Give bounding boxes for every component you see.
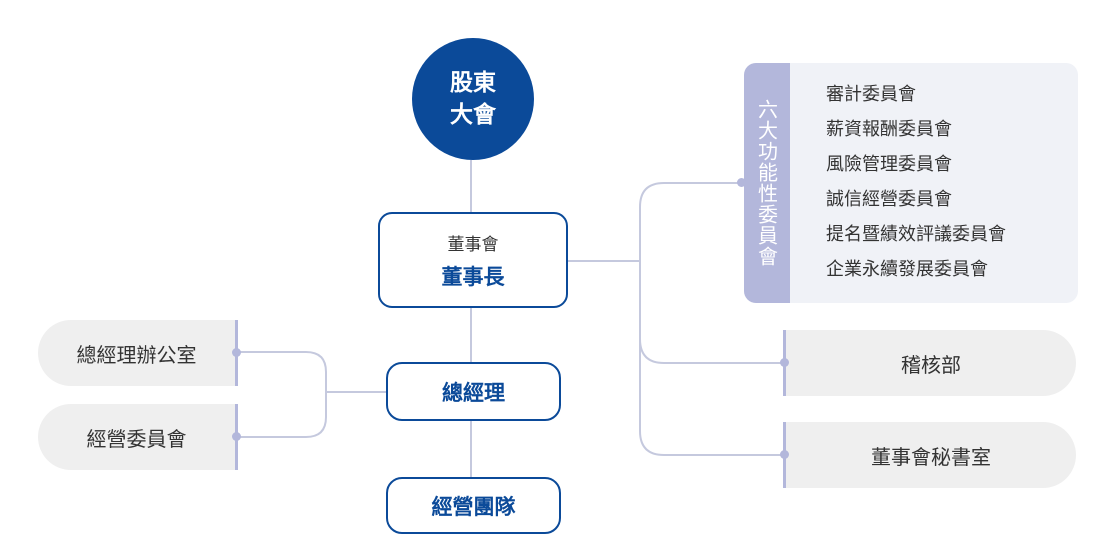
audit-department-label: 稽核部 [901,352,961,377]
committee-item-audit: 審計委員會 [826,84,916,105]
gm-office-node: 總經理辦公室 [38,320,241,386]
board-secretariat-label: 董事會秘書室 [871,444,991,469]
committee-item-integrity: 誠信經營委員會 [826,189,952,210]
shareholders-line2: 大會 [450,102,496,128]
shareholders-line1: 股東 [450,70,496,96]
functional-committees-title: 六大功能性委員會 [754,99,779,267]
management-team-node: 經營團隊 [386,477,561,534]
chairman-label: 董事長 [441,264,505,289]
committee-item-nomination: 提名暨績效評議委員會 [826,224,1006,245]
audit-department-node: 稽核部 [780,330,1076,396]
committee-item-compensation: 薪資報酬委員會 [826,119,952,140]
committee-item-risk: 風險管理委員會 [826,154,952,175]
board-node: 董事會 董事長 [378,212,568,308]
committee-connector-dot [737,178,746,187]
management-team-label: 經營團隊 [431,494,516,519]
board-label: 董事會 [447,234,499,255]
gm-office-label: 總經理辦公室 [76,342,197,367]
functional-committees-panel: 六大功能性委員會 審計委員會 薪資報酬委員會 風險管理委員會 誠信經營委員會 提… [744,63,1078,303]
management-committee-node: 經營委員會 [38,404,241,470]
committee-list: 審計委員會 薪資報酬委員會 風險管理委員會 誠信經營委員會 提名暨績效評議委員會… [826,83,1006,293]
management-committee-label: 經營委員會 [86,426,187,451]
shareholders-meeting-node: 股東 大會 [412,38,534,160]
board-secretariat-node: 董事會秘書室 [780,422,1076,488]
general-manager-label: 總經理 [442,380,505,405]
committee-item-sustainability: 企業永續發展委員會 [826,259,988,280]
general-manager-node: 總經理 [386,362,561,421]
functional-committees-bar: 六大功能性委員會 [744,63,790,303]
